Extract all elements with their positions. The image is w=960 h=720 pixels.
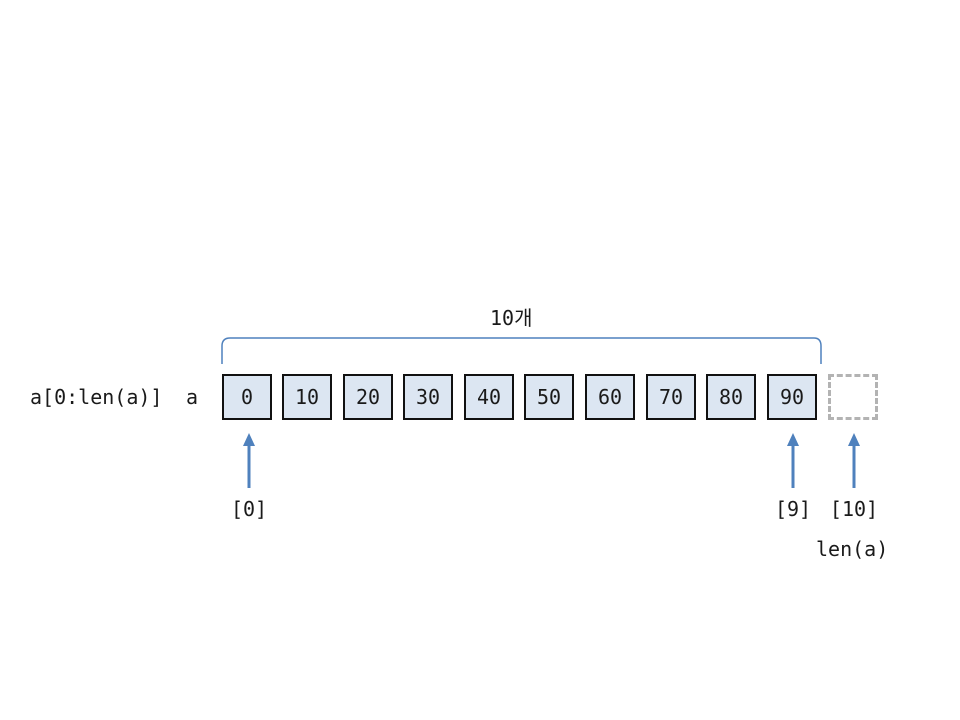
array-cell: 0	[222, 374, 272, 420]
array-cell: 30	[403, 374, 453, 420]
index-label-past-end: [10]	[829, 497, 879, 521]
index-label-last: [9]	[774, 497, 812, 521]
variable-name-label: a	[186, 385, 199, 409]
array-cell-past-end	[828, 374, 878, 420]
array-cell: 80	[706, 374, 756, 420]
len-expression-label: len(a)	[816, 537, 889, 561]
array-cell: 90	[767, 374, 817, 420]
array-cell: 60	[585, 374, 635, 420]
count-brace	[221, 337, 822, 364]
array-cell: 50	[524, 374, 574, 420]
array-cell: 70	[646, 374, 696, 420]
arrow-index-0	[243, 433, 255, 488]
arrow-index-9	[787, 433, 799, 488]
arrow-index-10	[848, 433, 860, 488]
array-cell: 40	[464, 374, 514, 420]
array-cell: 20	[343, 374, 393, 420]
index-label-first: [0]	[230, 497, 268, 521]
array-cell: 10	[282, 374, 332, 420]
slice-expression-label: a[0:len(a)]	[30, 385, 163, 409]
element-count-label: 10개	[490, 306, 533, 330]
